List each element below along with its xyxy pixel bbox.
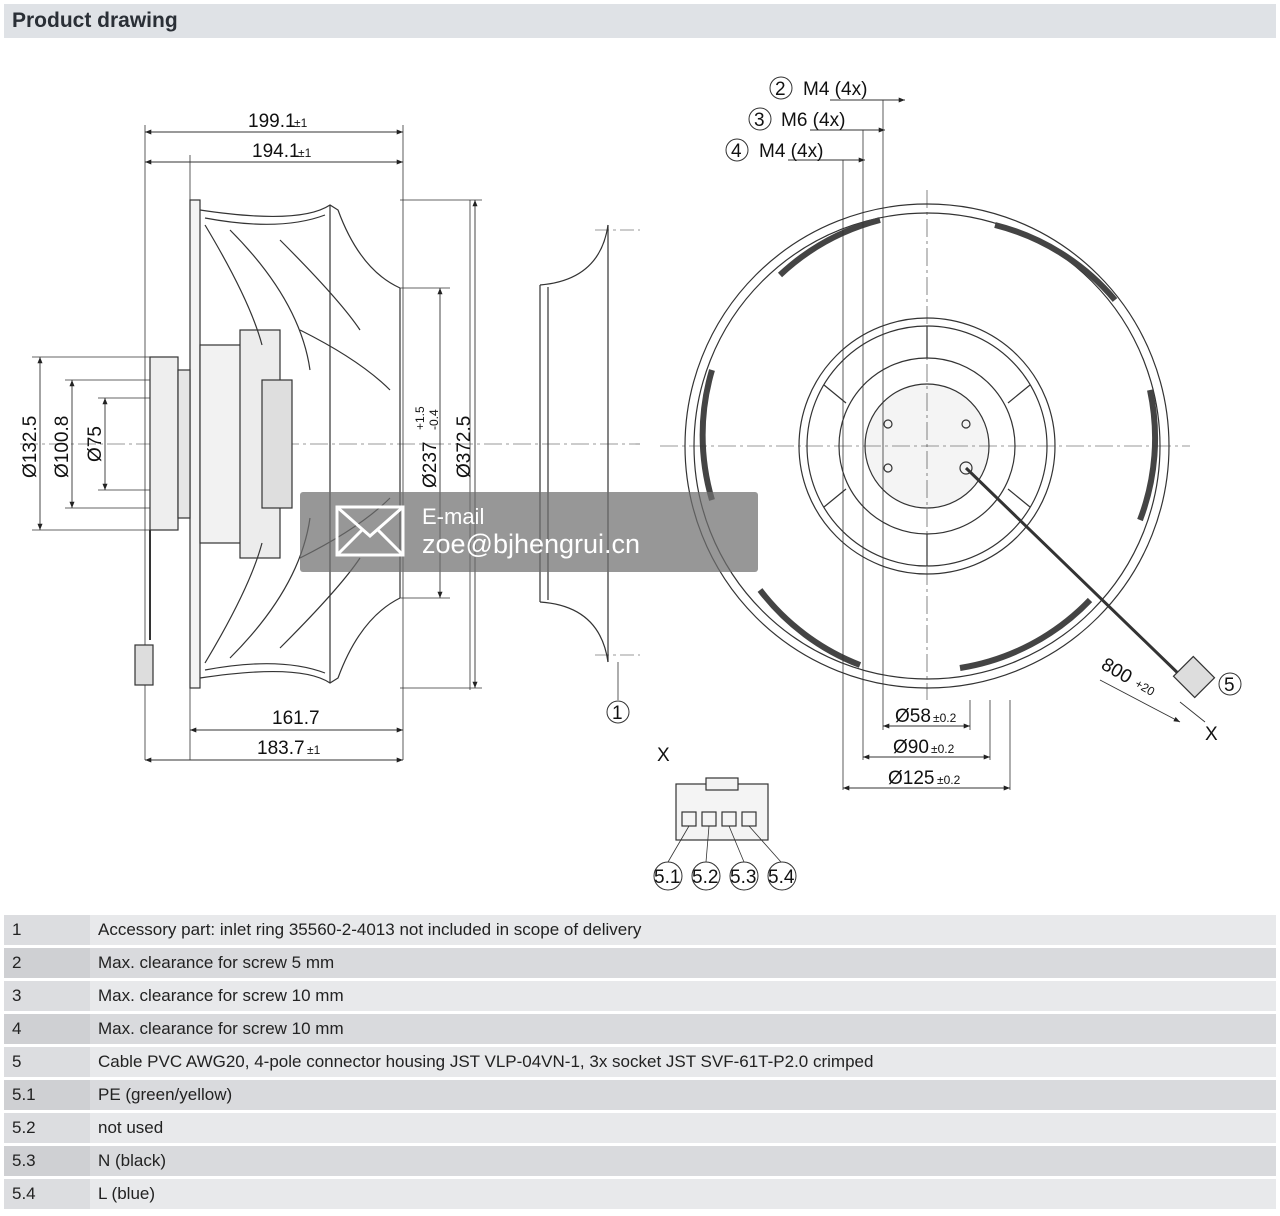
dim-cable-length-tol: +20	[1133, 676, 1158, 698]
dim-width-outer-tol: ±1	[294, 116, 308, 130]
dim-dia-237-tol-lower: -0.4	[427, 409, 441, 430]
legend-text: not used	[90, 1113, 1276, 1143]
pin-label: 5.3	[730, 867, 756, 888]
watermark-title: E-mail	[422, 504, 484, 529]
dim-depth-183-tol: ±1	[307, 743, 321, 757]
legend-text: PE (green/yellow)	[90, 1080, 1276, 1110]
dim-dia-372: Ø372.5	[454, 416, 475, 478]
callout-4-label: M4 (4x)	[759, 141, 823, 162]
legend-text: L (blue)	[90, 1179, 1276, 1209]
dim-dia-90-tol: ±0.2	[931, 742, 955, 756]
legend-key: 5	[4, 1047, 90, 1077]
callout-1-number: 1	[612, 703, 623, 724]
callout-2: 2 M4 (4x)	[769, 76, 867, 100]
legend-key: 2	[4, 948, 90, 978]
watermark-email: zoe@bjhengrui.cn	[422, 529, 640, 559]
dim-dia-90: Ø90	[893, 737, 929, 758]
legend-text: N (black)	[90, 1146, 1276, 1176]
callout-3: 3 M6 (4x)	[748, 107, 845, 131]
dim-width-inner: 194.1	[252, 141, 300, 162]
product-drawing: 199.1 ±1 194.1 ±1 161.7 183.7 ±1 Ø132.5 …	[20, 76, 1242, 891]
legend-text: Cable PVC AWG20, 4-pole connector housin…	[90, 1047, 1276, 1077]
legend-key: 1	[4, 915, 90, 945]
legend-text: Accessory part: inlet ring 35560-2-4013 …	[90, 915, 1276, 945]
legend-text: Max. clearance for screw 10 mm	[90, 981, 1276, 1011]
view-marker-x-detail: X	[657, 745, 670, 766]
legend-key: 5.3	[4, 1146, 90, 1176]
callout-4-number: 4	[731, 141, 742, 162]
dim-dia-58-tol: ±0.2	[933, 711, 957, 725]
dim-depth-161: 161.7	[272, 708, 320, 729]
view-marker-x-front: X	[1205, 724, 1218, 745]
callout-4: 4 M4 (4x)	[725, 138, 823, 162]
callout-2-number: 2	[775, 79, 786, 100]
dim-width-inner-tol: ±1	[298, 146, 312, 160]
legend-key: 5.2	[4, 1113, 90, 1143]
dim-depth-183: 183.7	[257, 738, 305, 759]
legend-text: Max. clearance for screw 10 mm	[90, 1014, 1276, 1044]
mail-icon	[335, 505, 405, 557]
legend-key: 3	[4, 981, 90, 1011]
dim-dia-125: Ø125	[888, 768, 934, 789]
pin-labels: 5.1 5.2 5.3 5.4	[653, 861, 797, 891]
callout-3-number: 3	[754, 110, 765, 131]
dim-dia-125-tol: ±0.2	[937, 773, 961, 787]
front-view	[660, 97, 1216, 791]
callout-2-label: M4 (4x)	[803, 79, 867, 100]
pin-label: 5.1	[654, 867, 680, 888]
section-title: Product drawing	[12, 9, 178, 32]
inlet-ring	[539, 224, 640, 700]
callout-5-number: 5	[1224, 675, 1235, 696]
dim-dia-75: Ø75	[85, 426, 106, 462]
legend-text: Max. clearance for screw 5 mm	[90, 948, 1276, 978]
dim-dia-237: Ø237	[420, 442, 441, 488]
pin-label: 5.2	[692, 867, 718, 888]
section-header: Product drawing	[4, 4, 1276, 38]
legend-key: 5.4	[4, 1179, 90, 1209]
dim-cable-length: 800	[1098, 654, 1136, 688]
email-watermark: E-mail zoe@bjhengrui.cn	[300, 492, 758, 572]
side-view	[20, 125, 640, 763]
callout-1: 1	[606, 700, 630, 724]
dim-width-outer: 199.1	[248, 111, 296, 132]
legend-key: 5.1	[4, 1080, 90, 1110]
callout-3-label: M6 (4x)	[781, 110, 845, 131]
legend-key: 4	[4, 1014, 90, 1044]
pin-label: 5.4	[768, 867, 795, 888]
dim-dia-58: Ø58	[895, 706, 931, 727]
dim-dia-100: Ø100.8	[52, 416, 73, 478]
connector-detail	[667, 777, 782, 863]
callout-5: 5	[1218, 672, 1242, 696]
dim-dia-237-tol-upper: +1.5	[413, 406, 427, 430]
dim-dia-132: Ø132.5	[20, 416, 41, 478]
